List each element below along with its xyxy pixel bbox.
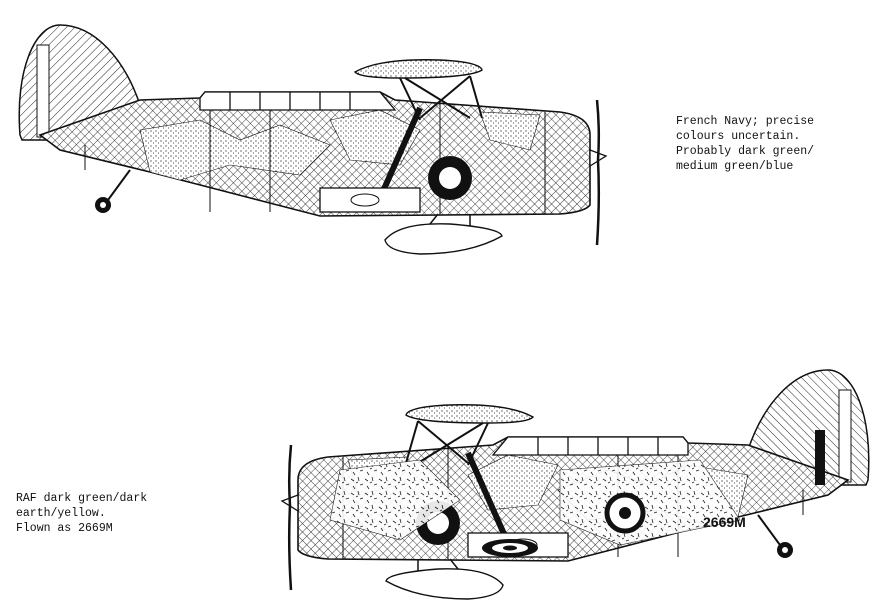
caption-line: Flown as 2669M (16, 522, 113, 535)
wing-roundel (482, 539, 538, 557)
french-navy-aircraft-profile (19, 25, 606, 254)
fin-flash (815, 430, 825, 485)
caption-line: French Navy; precise (676, 115, 815, 128)
fuselage-roundel (604, 492, 646, 534)
serial-marking: 2669M (703, 514, 746, 530)
caption-line: colours uncertain. (676, 130, 801, 143)
caption-line: earth/yellow. (16, 507, 106, 520)
raf-aircraft-profile: 2669M (282, 370, 869, 599)
french-navy-caption: French Navy; precise colours uncertain. Pr… (676, 114, 814, 174)
caption-line: RAF dark green/dark (16, 492, 148, 505)
raf-caption: RAF dark green/dark earth/yellow. Flown as… (16, 491, 147, 536)
caption-line: Probably dark green/ (676, 145, 815, 158)
caption-line: medium green/blue (676, 160, 794, 173)
